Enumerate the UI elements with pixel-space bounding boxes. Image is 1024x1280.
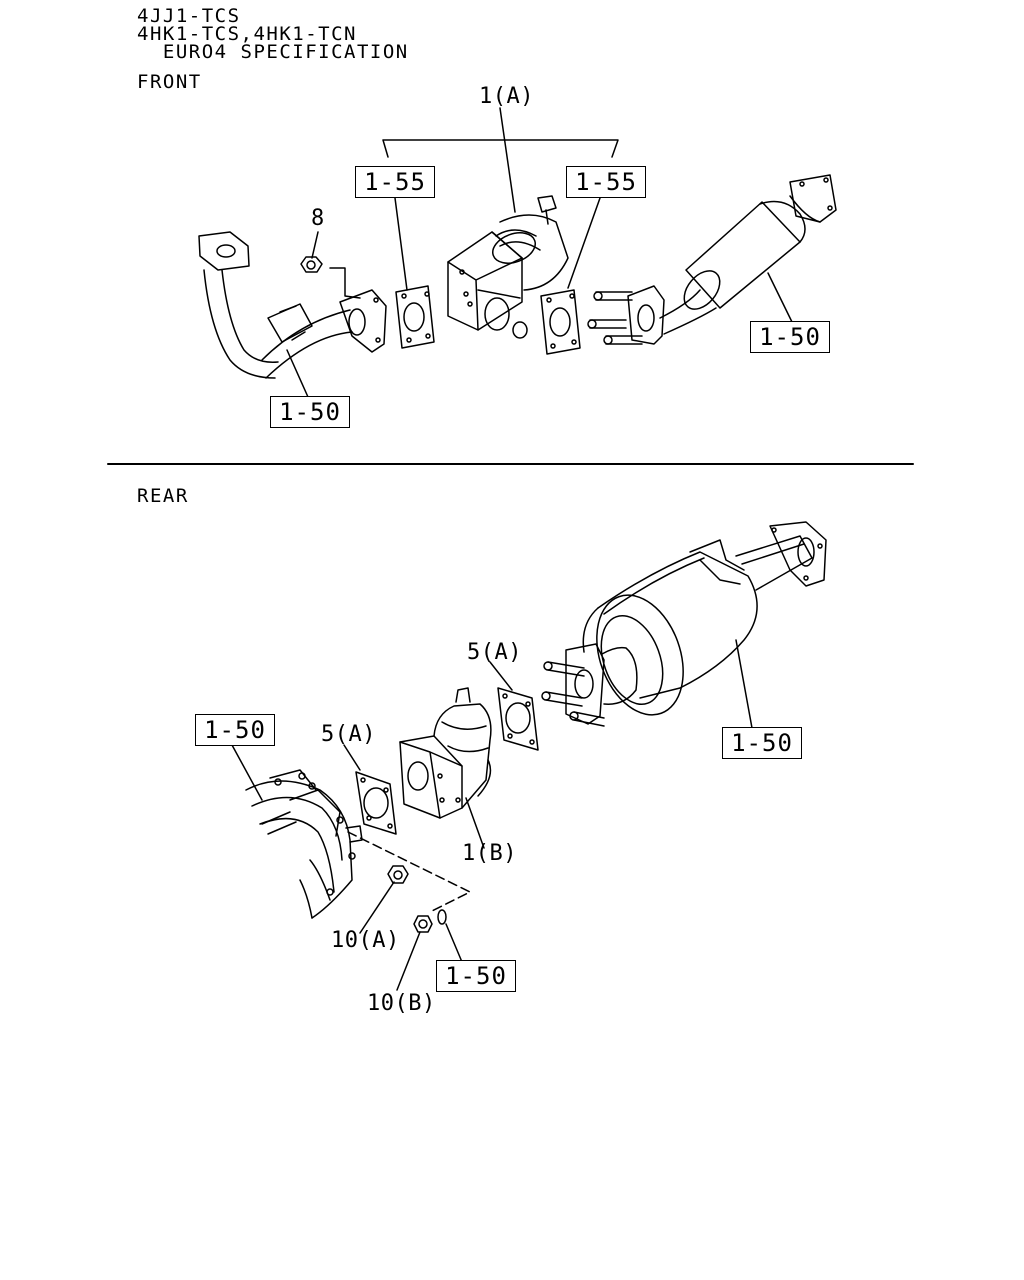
- callout-10b: 10(B): [367, 991, 436, 1016]
- front-exhaust-pipe-left: [199, 232, 386, 378]
- leader-10b: [397, 932, 420, 990]
- leader-1-50-bottom: [446, 924, 462, 962]
- callout-8: 8: [311, 206, 325, 231]
- ref-box-1-55-right: 1-55: [566, 166, 646, 198]
- group-bracket-1-55: [383, 140, 618, 157]
- front-gasket-left: [396, 286, 434, 348]
- nut-10a: [388, 866, 408, 883]
- rear-gasket-right: [498, 688, 538, 750]
- front-studs: [588, 292, 642, 344]
- leader-5a-left: [344, 745, 360, 770]
- rear-converter-1b: [400, 688, 491, 818]
- ref-box-1-50-front-right: 1-50: [750, 321, 830, 353]
- callout-1b: 1(B): [462, 841, 517, 866]
- leader-1-50-rear-left: [232, 745, 262, 800]
- front-converter-1a: [448, 196, 568, 338]
- leader-10a: [360, 882, 394, 933]
- ref-box-1-50-rear-right: 1-50: [722, 727, 802, 759]
- callout-5a-left: 5(A): [321, 722, 376, 747]
- nut-10b: [414, 916, 432, 932]
- front-gasket-right: [541, 290, 580, 354]
- specification-line: EURO4 SPECIFICATION: [137, 41, 409, 63]
- nut-8: [301, 257, 322, 272]
- ref-box-1-50-rear-left: 1-50: [195, 714, 275, 746]
- dashed-alignment: [348, 832, 470, 912]
- rear-exhaust-manifold: [246, 770, 362, 918]
- callout-1a: 1(A): [479, 84, 534, 109]
- rear-muffler: [566, 522, 826, 727]
- engine-model-line-1: 4JJ1-TCS: [137, 5, 241, 27]
- leader-5a-top: [490, 662, 512, 690]
- leader-1-55-right: [568, 198, 600, 288]
- leader-1-50-front-right: [768, 273, 792, 322]
- front-exhaust-pipe-right: [628, 175, 836, 344]
- ref-box-1-50-front-left: 1-50: [270, 396, 350, 428]
- callout-5a-top: 5(A): [467, 640, 522, 665]
- leader-1-50-rear-right: [736, 640, 752, 728]
- leader-8: [312, 232, 318, 258]
- washer-10b: [438, 910, 446, 924]
- ref-box-1-50-rear-bottom: 1-50: [436, 960, 516, 992]
- ref-box-1-55-left: 1-55: [355, 166, 435, 198]
- front-section-label: FRONT: [137, 71, 202, 93]
- leader-1-55-left: [395, 198, 407, 290]
- callout-10a: 10(A): [331, 928, 400, 953]
- leader-1a: [500, 108, 515, 212]
- engine-model-line-2: 4HK1-TCS,4HK1-TCN: [137, 23, 357, 45]
- rear-section-label: REAR: [137, 485, 189, 507]
- rear-gasket-left: [356, 772, 396, 834]
- leader-1b: [466, 798, 484, 848]
